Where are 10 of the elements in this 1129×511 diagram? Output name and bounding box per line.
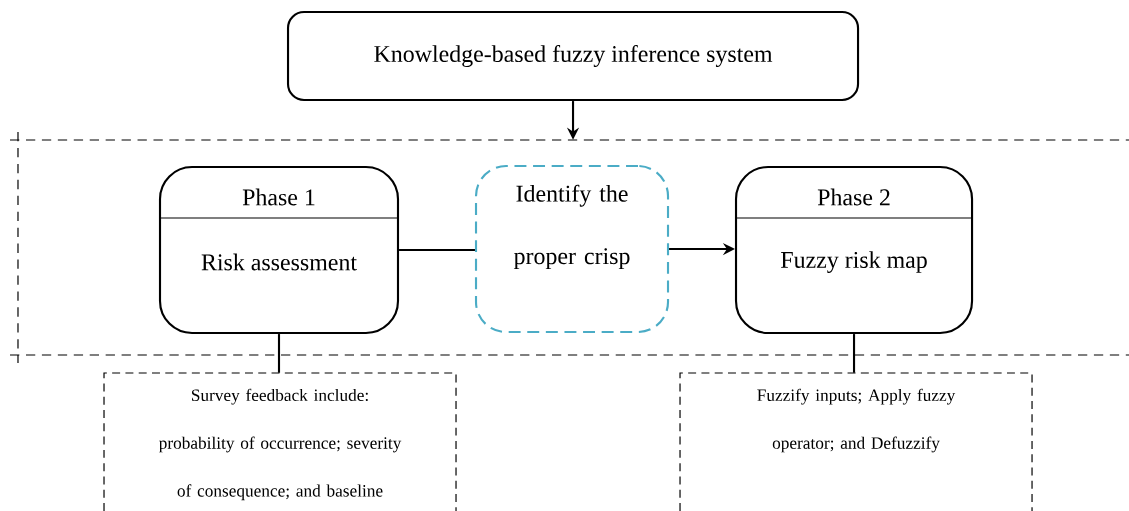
- step-box: Identify the proper crisp: [474, 164, 670, 334]
- note-box: Survey feedback include: probability of occurrence; severity of consequence; and baseline: [103, 372, 457, 511]
- phase-box: Phase 1 Risk assessment: [158, 165, 400, 335]
- system-box: Knowledge-based fuzzy inference system: [286, 10, 860, 102]
- dashed-band: [9, 131, 1129, 364]
- note-box: Fuzzify inputs; Apply fuzzy operator; and Defuzzify: [679, 372, 1033, 511]
- connector: [277, 334, 281, 373]
- connector: [852, 334, 856, 373]
- connector: [399, 248, 475, 252]
- phase-box: Phase 2 Fuzzy risk map: [734, 165, 974, 335]
